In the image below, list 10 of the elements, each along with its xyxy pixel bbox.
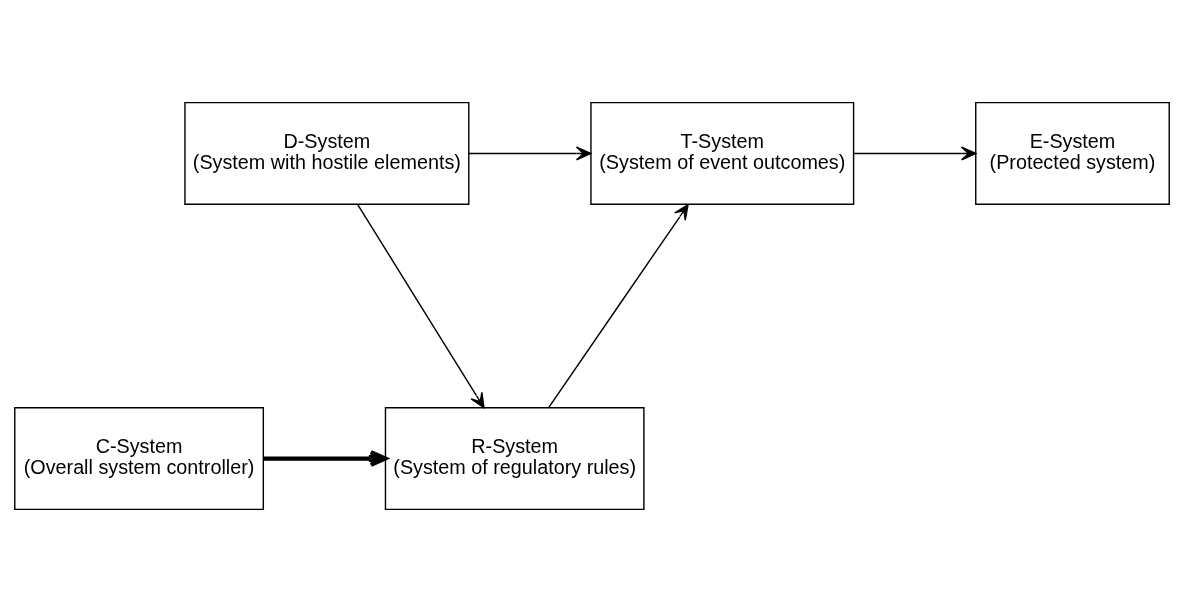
arrow — [468, 146, 592, 161]
arrow — [547, 204, 689, 409]
arrow — [357, 204, 485, 409]
node-box: D-System (System with hostile elements) — [184, 101, 470, 206]
node-box: E-System (Protected system) — [975, 101, 1170, 206]
node-box: C-System (Overall system controller) — [14, 406, 265, 511]
node-box: T-System (System of event outcomes) — [590, 101, 855, 206]
arrow — [853, 146, 977, 161]
node-box: R-System (System of regulatory rules) — [384, 406, 645, 511]
arrow — [263, 450, 388, 467]
